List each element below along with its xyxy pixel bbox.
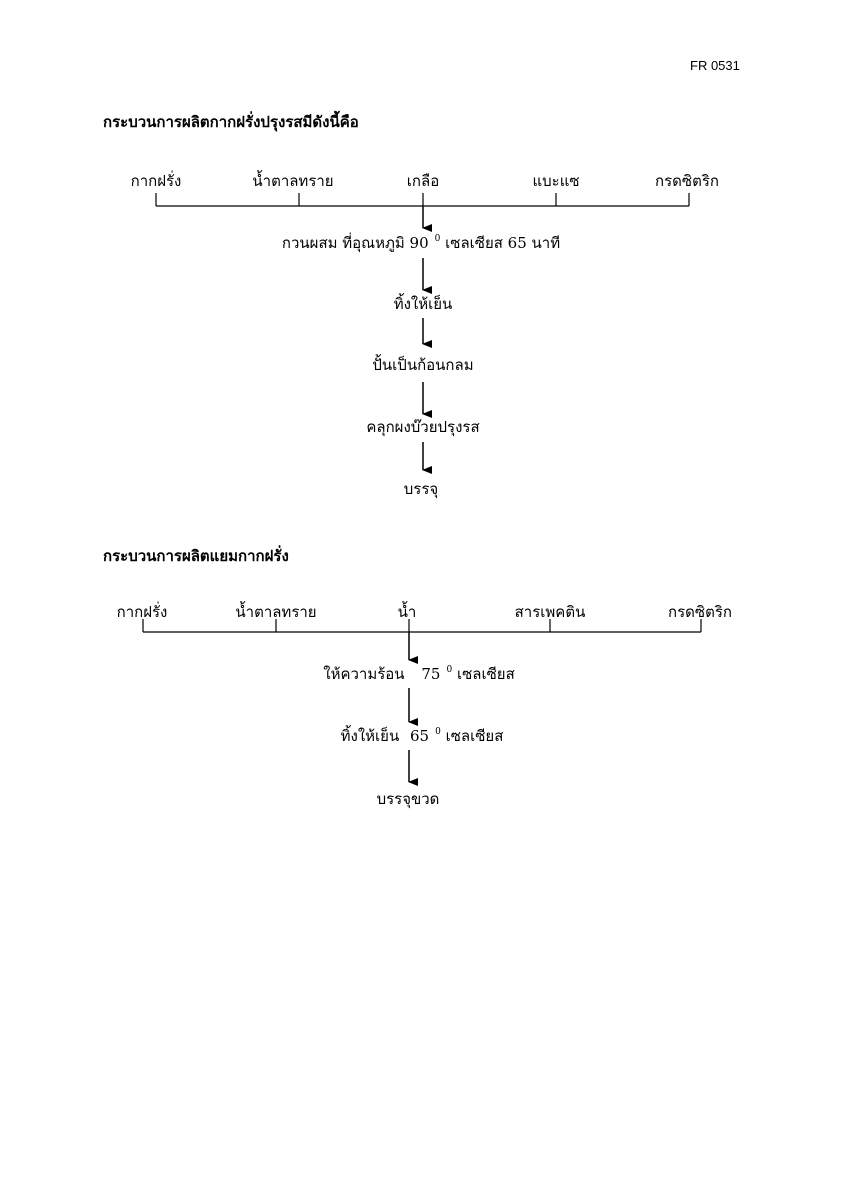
p2-ingredient-water: น้ำ <box>397 603 417 621</box>
p2-step-heat: ให้ความร้อน 75 0 เซลเซียส <box>323 665 515 683</box>
p1-ingredient-guava-pomace: กากฝรั่ง <box>130 172 182 190</box>
p1-step-cool: ทิ้งให้เย็น <box>393 295 453 313</box>
process2-title: กระบวนการผลิตแยมกากฝรั่ง <box>103 547 289 565</box>
p2-step-cool: ทิ้งให้เย็น 65 0 เซลเซียส <box>340 727 504 745</box>
p2-ingredient-guava-pomace: กากฝรั่ง <box>116 603 168 621</box>
p1-step-mixing-text: กวนผสม ที่อุณหภูมิ <box>281 234 405 252</box>
p2-ingredient-pectin: สารเพคติน <box>514 603 586 621</box>
p1-ingredient-salt: เกลือ <box>406 172 440 190</box>
p1-step-coat-plum-powder: คลุกผงบ๊วยปรุงรส <box>366 418 480 436</box>
process1-title: กระบวนการผลิตกากฝรั่งปรุงรสมีดังนี้คือ <box>103 113 359 131</box>
p1-ingredient-sugar: น้ำตาลทราย <box>252 172 334 190</box>
p2-step-heat-temp: 75 <box>421 665 441 683</box>
p1-step-shape-balls: ปั้นเป็นก้อนกลม <box>372 356 474 374</box>
p1-step-package: บรรจุ <box>403 480 439 498</box>
p2-step-bottle: บรรจุขวด <box>376 790 440 808</box>
p2-step-cool-unit: เซลเซียส <box>445 727 504 745</box>
document-code: FR 0531 <box>690 58 740 73</box>
p2-ingredient-sugar: น้ำตาลทราย <box>235 603 317 621</box>
degree-symbol: 0 <box>434 234 441 244</box>
p2-step-heat-unit: เซลเซียส <box>456 665 515 683</box>
p1-ingredient-citric-acid: กรดซิตริก <box>655 172 719 190</box>
degree-symbol: 0 <box>446 665 453 675</box>
p2-step-cool-text: ทิ้งให้เย็น <box>340 727 400 745</box>
p2-ingredient-citric-acid: กรดซิตริก <box>668 603 732 621</box>
p2-step-cool-temp: 65 <box>410 727 430 745</box>
p1-step-mixing-temp: 90 <box>409 234 429 252</box>
degree-symbol: 0 <box>435 727 441 737</box>
p1-step-mixing-unit: เซลเซียส 65 นาที <box>445 234 561 252</box>
p2-step-heat-text: ให้ความร้อน <box>323 665 405 683</box>
p1-step-mixing: กวนผสม ที่อุณหภูมิ 90 0 เซลเซียส 65 นาที <box>281 234 561 252</box>
p1-ingredient-glucose-syrup: แบะแซ <box>532 172 580 190</box>
